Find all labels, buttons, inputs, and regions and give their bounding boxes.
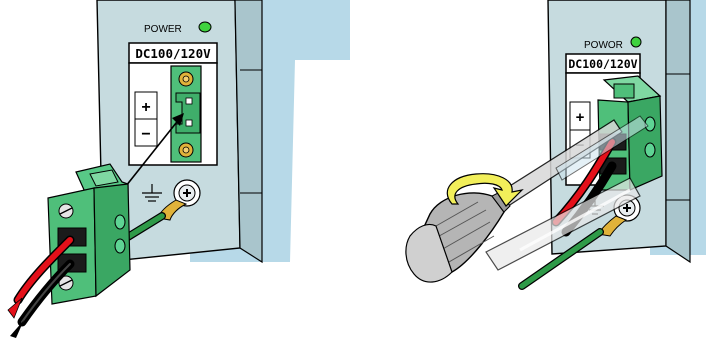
left-illustration: POWER DC100/120V + − [7, 0, 350, 338]
ground-wire [519, 229, 603, 289]
plus-symbol: + [576, 109, 585, 126]
screwdriver-icon [405, 115, 649, 283]
power-label: POWOR [584, 40, 623, 51]
left-device-side [234, 0, 263, 264]
power-led-icon [198, 21, 212, 33]
right-device-side [665, 0, 691, 264]
right-illustration: POWOR DC100/120V + − [405, 0, 706, 290]
red-wire [15, 237, 73, 303]
rotation-arrow-icon [446, 173, 524, 207]
power-led-icon [630, 36, 642, 48]
voltage-label: DC100/120V [568, 57, 637, 71]
power-label: POWER [144, 24, 182, 35]
ground-symbol-icon [142, 184, 162, 202]
insertion-arrow [117, 117, 181, 197]
plug-connector [47, 163, 131, 305]
voltage-label: DC100/120V [135, 46, 211, 61]
minus-symbol: − [141, 126, 150, 143]
plus-symbol: + [141, 99, 150, 116]
